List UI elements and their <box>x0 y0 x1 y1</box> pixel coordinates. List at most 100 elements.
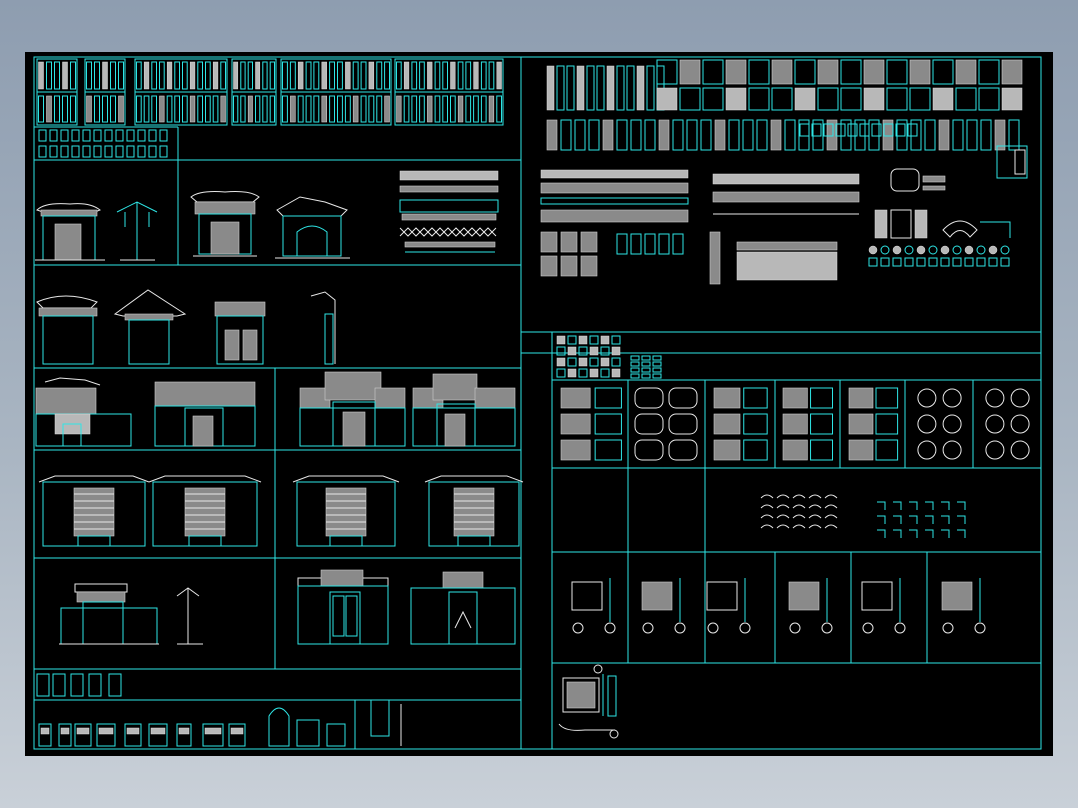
square-window <box>848 387 874 409</box>
lattice-square <box>578 346 588 356</box>
callout-bubble <box>739 622 751 634</box>
door-panel <box>197 61 204 90</box>
tall-panel <box>556 65 565 111</box>
narrow-panel <box>784 119 796 151</box>
door-panel <box>233 95 239 123</box>
gate-roof <box>424 475 524 483</box>
corner-ornament <box>893 501 902 510</box>
door-panel <box>313 95 320 123</box>
corner-ornament <box>893 515 902 524</box>
door-panel <box>419 61 425 90</box>
callout-bubble <box>674 622 686 634</box>
lattice-panel <box>886 59 908 85</box>
door-panel <box>212 61 219 90</box>
door-panel <box>54 95 60 123</box>
lattice-square <box>600 368 610 378</box>
door-panel <box>329 61 336 90</box>
drawing-canvas[interactable] <box>25 52 1053 756</box>
ornament-curl <box>792 494 806 499</box>
door-panel <box>313 61 320 90</box>
lattice-square <box>589 335 599 345</box>
door-panel <box>321 61 327 90</box>
door-panel <box>182 95 188 123</box>
door-panel <box>159 61 165 90</box>
corner-ornament <box>957 529 966 538</box>
ornament-tile <box>644 233 656 255</box>
door-panel <box>166 61 173 90</box>
lattice-panel <box>909 87 931 111</box>
ornament-curl <box>808 504 822 509</box>
ornament-tile <box>560 231 578 253</box>
ornament-tile <box>868 257 878 267</box>
door-panel <box>345 61 351 90</box>
square-window <box>848 439 874 461</box>
ornament-curl <box>760 514 774 519</box>
ornament-curl <box>792 504 806 509</box>
ornament-curl <box>824 514 838 519</box>
corner-ornament <box>925 515 934 524</box>
door-panel <box>450 95 456 123</box>
round-window <box>985 388 1005 408</box>
window-lattice-icon <box>546 59 1023 151</box>
lattice-panel <box>840 87 862 111</box>
narrow-panel <box>616 119 628 151</box>
door-panel <box>368 95 375 123</box>
door-panel <box>104 145 113 158</box>
door-panel <box>488 95 495 123</box>
ornament-curl <box>760 494 774 499</box>
detail-callout-icon <box>558 664 619 739</box>
tall-panel <box>546 65 555 111</box>
narrow-panel <box>686 119 698 151</box>
ornament-tile <box>904 257 914 267</box>
door-panel <box>205 95 211 123</box>
door-panel <box>151 95 158 123</box>
callout-bubble <box>642 622 654 634</box>
small-panel <box>907 123 918 137</box>
narrow-panel <box>1008 119 1020 151</box>
tall-panel <box>616 65 625 111</box>
door-elevation-icon <box>52 673 66 697</box>
ornament-tile <box>952 245 962 255</box>
door-elevation-icon <box>88 673 102 697</box>
door-elevation-icon <box>296 719 320 747</box>
corner-ornament <box>941 515 950 524</box>
ornament-curl <box>824 524 838 529</box>
door-elevation-icon <box>202 723 224 747</box>
door-panel <box>38 129 47 142</box>
door-panel <box>94 95 100 123</box>
ornament-curl <box>824 494 838 499</box>
detail-box <box>788 581 820 611</box>
corner-ornament <box>877 501 886 510</box>
round-window <box>985 414 1005 434</box>
door-panel <box>376 61 383 90</box>
narrow-panel <box>602 119 614 151</box>
door-panel <box>115 145 124 158</box>
lattice-panel <box>1001 59 1023 85</box>
door-panel <box>480 61 487 90</box>
ornament-tile <box>964 245 974 255</box>
ornament-tile <box>892 257 902 267</box>
corner-ornament <box>893 529 902 538</box>
gate-elevation-icon <box>35 377 256 447</box>
cad-viewport[interactable] <box>25 52 1053 756</box>
round-window <box>942 388 962 408</box>
narrow-panel <box>924 119 936 151</box>
brick-infill <box>184 487 226 537</box>
ornament-tile <box>580 231 598 253</box>
lattice-square <box>611 368 621 378</box>
door-panel <box>82 129 91 142</box>
lattice-square <box>600 346 610 356</box>
lattice-panel <box>679 87 701 111</box>
square-window <box>875 387 899 409</box>
lattice-squares <box>556 335 662 379</box>
lattice-square <box>641 367 651 373</box>
door-panel <box>38 95 44 123</box>
lattice-panel <box>817 59 839 85</box>
door-elevation-icon <box>70 673 84 697</box>
small-panel <box>871 123 882 137</box>
lattice-square <box>578 335 588 345</box>
callout-bubble <box>862 622 874 634</box>
corner-ornament <box>925 501 934 510</box>
callout-bubble <box>894 622 906 634</box>
lattice-panel <box>725 59 747 85</box>
